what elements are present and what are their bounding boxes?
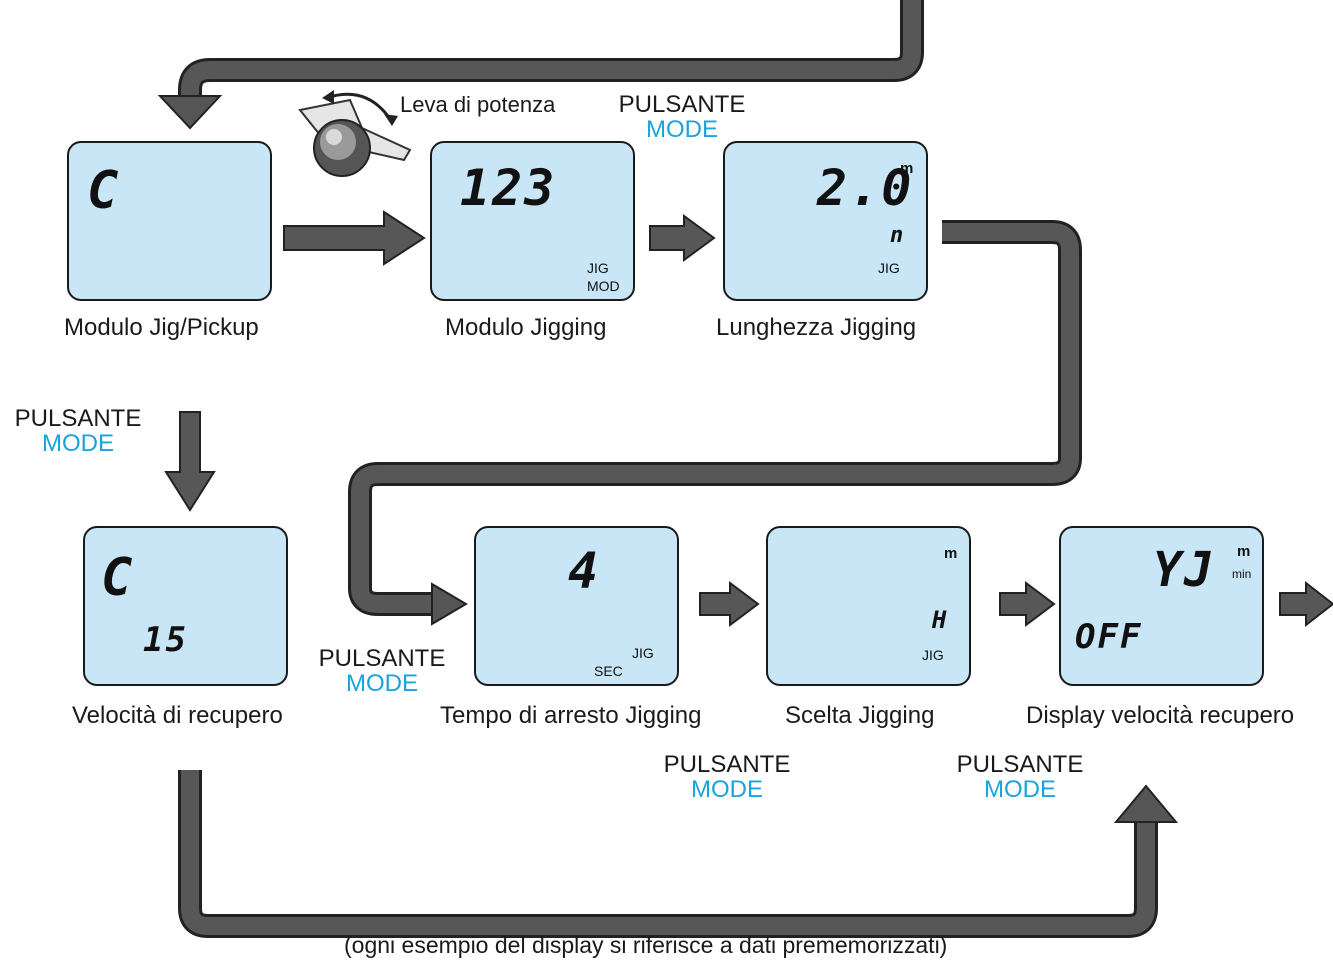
lcd-scelta-jigging: m H JIG: [766, 526, 971, 686]
lcd-indicator-jig: JIG: [922, 647, 944, 663]
arrowhead-right-tempo: [431, 582, 468, 626]
arrow-right-2: [649, 214, 716, 262]
lever-label: Leva di potenza: [400, 92, 556, 117]
lcd-sub-value: n: [890, 223, 906, 248]
lcd-indicator-jig: JIG: [878, 260, 900, 276]
lcd-display-velocita: YJ m min OFF: [1059, 526, 1264, 686]
arrow-right-5: [1279, 580, 1333, 628]
mode-label-line1: PULSANTE: [956, 751, 1084, 778]
arrow-down-velocita: [164, 411, 216, 512]
lcd-indicator-jig: JIG: [632, 645, 654, 661]
lcd-unit-m: m: [900, 160, 914, 177]
caption-modulo-jigging: Modulo Jigging: [445, 314, 607, 341]
mode-label-top: PULSANTE MODE: [597, 92, 767, 142]
arrowhead-up-display: [1113, 784, 1179, 823]
mode-label-line1: PULSANTE: [618, 91, 746, 118]
lcd-velocita-recupero: C 15: [83, 526, 288, 686]
mode-label-line1: PULSANTE: [663, 751, 791, 778]
lever-icon: [298, 90, 412, 177]
mode-label-tempo: PULSANTE MODE: [297, 646, 467, 696]
lcd-tempo-arresto: 4 JIG SEC: [474, 526, 679, 686]
footnote: (ogni esempio del display si riferisce a…: [344, 932, 948, 958]
mode-label-left: PULSANTE MODE: [0, 406, 163, 456]
caption-velocita-recupero: Velocità di recupero: [72, 702, 283, 729]
mode-label-line2: MODE: [691, 776, 763, 803]
lcd-main-value: 4: [568, 542, 601, 600]
lcd-lunghezza-jigging: 2.0 m n JIG: [723, 141, 928, 301]
lcd-main-value: 123: [460, 159, 557, 217]
caption-display-velocita: Display velocità recupero: [1026, 702, 1295, 729]
lcd-unit-min: min: [1232, 567, 1252, 581]
lcd-unit-m: m: [1237, 543, 1251, 560]
mode-label-scelta: PULSANTE MODE: [642, 752, 812, 802]
lcd-main-value: 2.0: [817, 159, 914, 217]
lcd-main-value: YJ: [1153, 542, 1215, 598]
mode-label-display: PULSANTE MODE: [935, 752, 1105, 802]
mode-label-line2: MODE: [42, 430, 114, 457]
arrow-right-1: [283, 210, 426, 266]
arrowhead-down-top: [157, 95, 223, 130]
lcd-main-value: C: [87, 161, 121, 221]
lcd-indicator-sec: SEC: [594, 663, 623, 679]
caption-scelta-jigging: Scelta Jigging: [785, 702, 935, 729]
mode-label-line2: MODE: [646, 116, 718, 143]
lcd-sub-value: OFF: [1075, 617, 1143, 657]
lcd-sub-value: H: [932, 606, 949, 634]
mode-label-line2: MODE: [984, 776, 1056, 803]
caption-jig-pickup: Modulo Jig/Pickup: [64, 314, 259, 341]
mode-label-line1: PULSANTE: [318, 645, 446, 672]
lcd-unit-m: m: [944, 545, 958, 562]
lcd-jig-pickup: C: [67, 141, 272, 301]
lcd-main-value: C: [101, 548, 135, 608]
lcd-modulo-jigging: 123 JIG MOD: [430, 141, 635, 301]
arrow-right-4: [999, 581, 1056, 627]
pipe-top: [178, 0, 924, 102]
lcd-indicator-mod: MOD: [587, 278, 620, 294]
mode-label-line1: PULSANTE: [14, 405, 142, 432]
caption-tempo-arresto: Tempo di arresto Jigging: [440, 702, 702, 729]
caption-lunghezza-jigging: Lunghezza Jigging: [716, 314, 917, 341]
lcd-sub-value: 15: [143, 620, 188, 660]
arrow-right-3: [699, 581, 760, 627]
mode-label-line2: MODE: [346, 670, 418, 697]
lcd-indicator-jig: JIG: [587, 260, 609, 276]
